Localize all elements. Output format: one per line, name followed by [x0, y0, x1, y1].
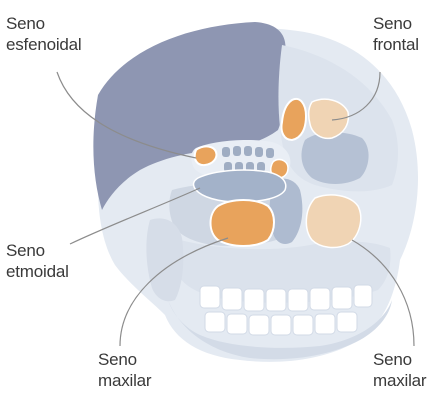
- label-seno-maxilar-right-line1: Seno: [373, 349, 426, 370]
- label-seno-esfenoidal: Seno esfenoidal: [6, 13, 82, 55]
- label-seno-maxilar-right-line2: maxilar: [373, 370, 426, 391]
- sphenoid-sinus: [195, 146, 217, 165]
- label-seno-frontal-line2: frontal: [373, 34, 419, 55]
- label-seno-frontal-line1: Seno: [373, 13, 419, 34]
- maxillary-sinus-right: [306, 195, 360, 248]
- label-seno-etmoidal-line2: etmoidal: [6, 261, 69, 282]
- ethmoid-sinus: [194, 170, 286, 202]
- label-seno-maxilar-left-line1: Seno: [98, 349, 151, 370]
- label-seno-maxilar-right: Seno maxilar: [373, 349, 426, 391]
- label-seno-frontal: Seno frontal: [373, 13, 419, 55]
- label-seno-maxilar-left-line2: maxilar: [98, 370, 151, 391]
- label-seno-esfenoidal-line1: Seno: [6, 13, 82, 34]
- maxillary-sinus-left: [211, 200, 275, 246]
- label-seno-esfenoidal-line2: esfenoidal: [6, 34, 82, 55]
- label-seno-etmoidal: Seno etmoidal: [6, 240, 69, 282]
- right-orbit: [301, 132, 368, 184]
- label-seno-maxilar-left: Seno maxilar: [98, 349, 151, 391]
- label-seno-etmoidal-line1: Seno: [6, 240, 69, 261]
